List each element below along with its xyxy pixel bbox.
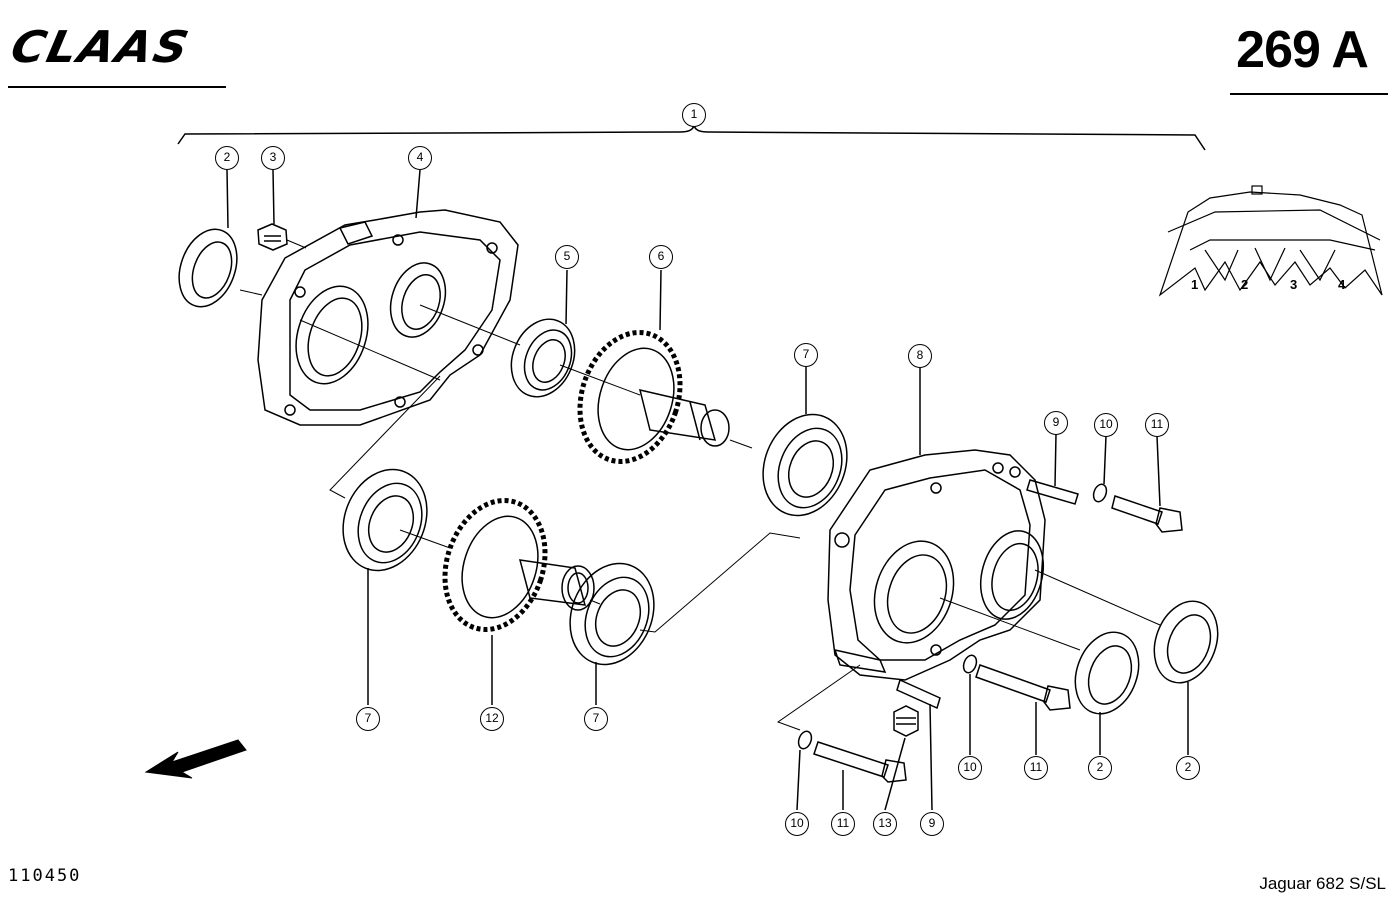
seal-ring-middle: [1074, 631, 1140, 715]
callout-12[interactable]: 12: [480, 707, 504, 731]
callout-10-upper[interactable]: 10: [1094, 413, 1118, 437]
hex-bolt-upper: [1111, 495, 1183, 533]
leader-10b: [796, 749, 801, 811]
callout-10-lower[interactable]: 10: [785, 812, 809, 836]
callout-1[interactable]: 1: [682, 103, 706, 127]
hex-bolt-middle: [975, 664, 1071, 711]
gear-shaft-lower: [442, 498, 595, 632]
leader-9b: [929, 703, 933, 811]
callout-11-lower[interactable]: 11: [831, 812, 855, 836]
callout-10-middle[interactable]: 10: [958, 756, 982, 780]
direction-arrow-icon: [144, 739, 247, 779]
lock-washer-upper: [1092, 483, 1108, 503]
leader-4: [415, 169, 421, 219]
page-code: 269 A: [1236, 21, 1369, 79]
lock-washer-middle: [962, 654, 978, 674]
group-bracket: [177, 123, 1206, 151]
callout-11-upper[interactable]: 11: [1145, 413, 1169, 437]
callout-7-right[interactable]: 7: [794, 343, 818, 367]
ball-bearing-lower-left: [342, 468, 428, 572]
gear-housing: [827, 449, 1046, 681]
header-rule-right: [1230, 93, 1388, 95]
leader-9a: [1054, 433, 1057, 487]
ball-bearing-lower-middle: [569, 562, 655, 666]
callout-2-middle[interactable]: 2: [1088, 756, 1112, 780]
location-diagram: [1158, 185, 1383, 297]
seal-ring-top-left: [178, 228, 238, 308]
location-position-4: 4: [1338, 277, 1346, 292]
callout-13[interactable]: 13: [873, 812, 897, 836]
callout-6[interactable]: 6: [649, 245, 673, 269]
callout-11-middle[interactable]: 11: [1024, 756, 1048, 780]
gear-shaft-upper: [577, 330, 730, 464]
header-rule-left: [8, 86, 226, 88]
callout-3[interactable]: 3: [261, 146, 285, 170]
callout-9-upper[interactable]: 9: [1044, 411, 1068, 435]
model-name: Jaguar 682 S/SL: [1259, 874, 1386, 893]
leader-11a: [1156, 435, 1161, 507]
callout-8[interactable]: 8: [908, 344, 932, 368]
leader-3: [272, 169, 275, 225]
callout-5[interactable]: 5: [555, 245, 579, 269]
dowel-pin-lower: [896, 678, 941, 710]
hex-bolt-lower: [813, 741, 907, 783]
callout-2-seal[interactable]: 2: [215, 146, 239, 170]
vent-plug: [257, 223, 288, 251]
seal-ring-right: [1153, 600, 1219, 684]
location-position-3: 3: [1290, 277, 1298, 292]
housing-cover: [257, 209, 519, 426]
dowel-pin-upper: [1026, 479, 1079, 505]
location-position-1: 1: [1191, 277, 1199, 292]
leader-6: [659, 269, 662, 331]
ball-bearing-right: [762, 413, 848, 517]
lock-washer-lower: [797, 730, 813, 750]
leader-5: [565, 269, 568, 325]
doc-number: 110450: [8, 866, 82, 886]
threaded-plug: [893, 705, 919, 737]
callout-9-lower[interactable]: 9: [920, 812, 944, 836]
ball-bearing-upper: [510, 318, 576, 398]
callout-7-lower-left[interactable]: 7: [356, 707, 380, 731]
location-position-2: 2: [1241, 277, 1249, 292]
leader-2a: [226, 169, 229, 229]
callout-2-right[interactable]: 2: [1176, 756, 1200, 780]
leader-13: [884, 737, 906, 811]
callout-4[interactable]: 4: [408, 146, 432, 170]
leader-10a: [1103, 435, 1107, 485]
callout-7-lower-middle[interactable]: 7: [584, 707, 608, 731]
